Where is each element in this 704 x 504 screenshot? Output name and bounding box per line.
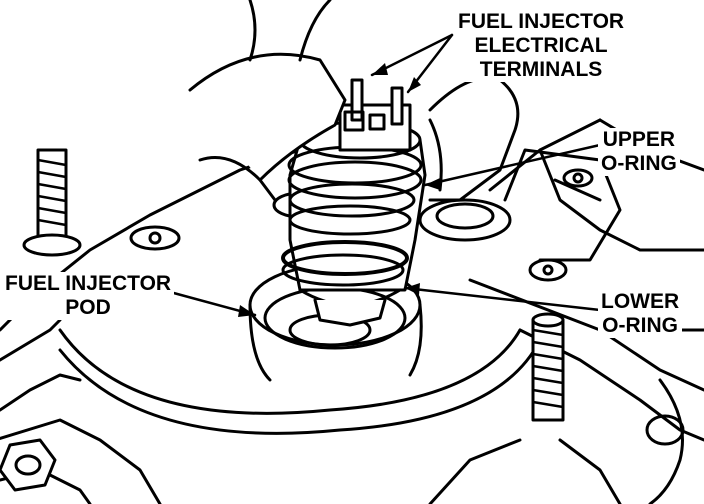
stud-right xyxy=(531,312,565,422)
label-line: TERMINALS xyxy=(479,58,603,81)
adjacent-boss xyxy=(418,148,622,262)
label-line: O-RING xyxy=(602,314,678,337)
label-upper-o-ring: UPPER O-RING xyxy=(598,128,680,176)
label-line: FUEL INJECTOR xyxy=(458,10,625,33)
label-line: ELECTRICAL xyxy=(474,34,608,57)
label-line: LOWER xyxy=(601,290,680,313)
fuel-injector xyxy=(281,78,427,327)
nut-lower-left xyxy=(0,438,57,492)
stud-left xyxy=(22,148,82,257)
label-lower-o-ring: LOWER O-RING xyxy=(598,290,683,338)
label-line: UPPER xyxy=(602,128,676,151)
label-fuel-injector-electrical-terminals: FUEL INJECTOR ELECTRICAL TERMINALS xyxy=(455,10,628,82)
label-fuel-injector-pod: FUEL INJECTOR POD xyxy=(2,272,175,320)
arrowheads xyxy=(238,63,440,317)
label-line: FUEL INJECTOR xyxy=(5,272,172,295)
label-line: O-RING xyxy=(601,152,677,175)
label-line: POD xyxy=(65,296,111,319)
